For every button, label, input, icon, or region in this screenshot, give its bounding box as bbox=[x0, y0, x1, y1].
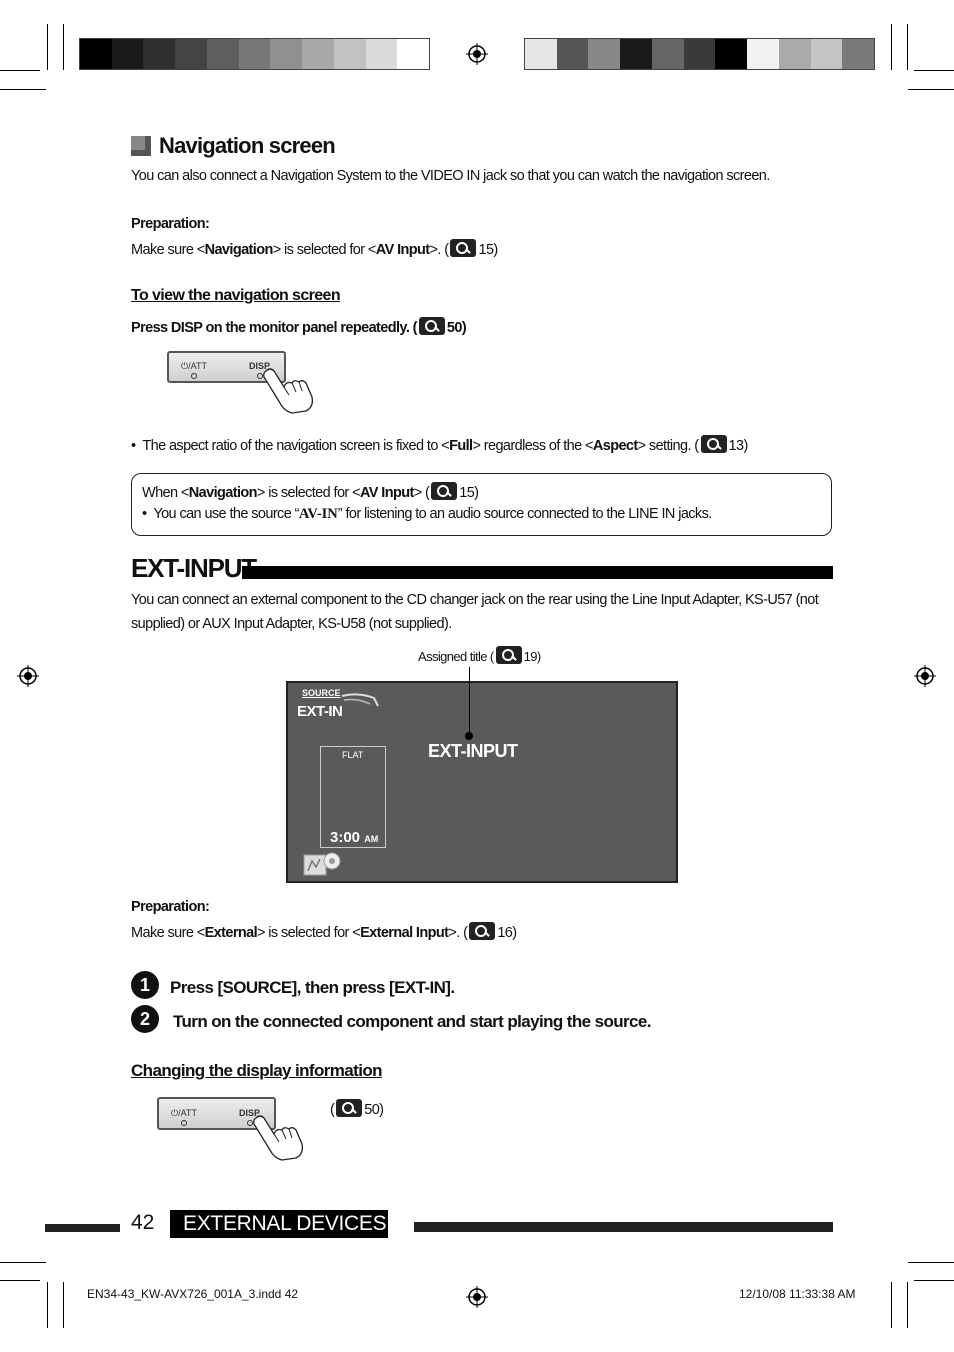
note-heading: When <Navigation> is selected for <AV In… bbox=[142, 482, 479, 501]
note-bullet: • You can use the source “AV-IN” for lis… bbox=[142, 506, 712, 522]
plug-icon bbox=[341, 693, 379, 707]
subsection-title: To view the navigation screen bbox=[131, 287, 341, 304]
section-title: Navigation screen bbox=[159, 133, 336, 158]
crop-mark bbox=[891, 1282, 892, 1328]
screen-source-label: SOURCE bbox=[302, 688, 341, 698]
reference-note: (50) bbox=[330, 1099, 384, 1118]
screen-eq-label: FLAT bbox=[342, 750, 364, 760]
crop-mark bbox=[47, 24, 48, 70]
crop-mark bbox=[891, 24, 892, 70]
reference-icon bbox=[431, 482, 458, 500]
crop-mark bbox=[0, 1280, 40, 1281]
step-text: Turn on the connected component and star… bbox=[173, 1012, 651, 1031]
bullet-note: • The aspect ratio of the navigation scr… bbox=[131, 435, 748, 454]
heading-rule bbox=[242, 566, 833, 579]
body-text: supplied) or AUX Input Adapter, KS-U58 (… bbox=[131, 616, 452, 632]
crop-mark bbox=[63, 24, 64, 70]
print-date-info: 12/10/08 11:33:38 AM bbox=[739, 1287, 856, 1301]
body-text: You can also connect a Navigation System… bbox=[131, 168, 770, 184]
step-text: Press [SOURCE], then press [EXT-IN]. bbox=[170, 978, 455, 997]
crop-mark bbox=[914, 70, 954, 71]
gray-scale-bar-right bbox=[524, 38, 875, 70]
instruction-text: Press DISP on the monitor panel repeated… bbox=[131, 317, 467, 336]
step-number: 1 bbox=[131, 971, 159, 999]
preparation-label: Preparation: bbox=[131, 216, 210, 232]
callout-line bbox=[469, 667, 470, 737]
settings-icon bbox=[303, 852, 341, 876]
registration-mark-icon bbox=[466, 1286, 488, 1308]
crop-mark bbox=[0, 70, 40, 71]
screen-info-panel bbox=[320, 746, 386, 848]
monitor-screen-illustration: SOURCE EXT-IN FLAT 3:00 AM EXT-INPUT bbox=[286, 681, 678, 883]
body-text: You can connect an external component to… bbox=[131, 592, 819, 608]
reference-icon bbox=[700, 435, 727, 453]
registration-mark-icon bbox=[17, 665, 39, 687]
page-number: 42 bbox=[131, 1211, 155, 1234]
footer-rule bbox=[45, 1224, 120, 1232]
screen-clock: 3:00 AM bbox=[330, 829, 379, 846]
section-tab: EXTERNAL DEVICES bbox=[170, 1210, 388, 1238]
preparation-text: Make sure <Navigation> is selected for <… bbox=[131, 239, 498, 258]
registration-mark-icon bbox=[914, 665, 936, 687]
crop-mark bbox=[908, 89, 954, 90]
section-title: EXT-INPUT bbox=[131, 553, 257, 583]
print-file-info: EN34-43_KW-AVX726_001A_3.indd 42 bbox=[87, 1287, 299, 1301]
pointing-hand-icon bbox=[253, 1115, 304, 1161]
step-number: 2 bbox=[131, 1005, 159, 1033]
preparation-label: Preparation: bbox=[131, 899, 210, 915]
registration-mark-icon bbox=[466, 43, 488, 65]
crop-mark bbox=[63, 1282, 64, 1328]
section-square-icon bbox=[131, 136, 151, 156]
crop-mark bbox=[0, 1262, 46, 1263]
screen-source-name: EXT-IN bbox=[297, 703, 343, 720]
pointing-hand-icon bbox=[263, 368, 314, 414]
crop-mark bbox=[907, 24, 908, 70]
screen-assigned-title: EXT-INPUT bbox=[428, 741, 518, 761]
gray-scale-bar-left bbox=[79, 38, 430, 70]
crop-mark bbox=[0, 89, 46, 90]
note-box bbox=[131, 473, 832, 536]
crop-mark bbox=[907, 1282, 908, 1328]
crop-mark bbox=[47, 1282, 48, 1328]
crop-mark bbox=[908, 1262, 954, 1263]
reference-icon bbox=[450, 239, 477, 257]
callout-dot bbox=[465, 732, 473, 740]
subsection-title: Changing the display information bbox=[131, 1061, 383, 1080]
reference-icon bbox=[336, 1099, 363, 1117]
crop-mark bbox=[914, 1280, 954, 1281]
callout-label: Assigned title (19) bbox=[418, 646, 541, 664]
footer-rule bbox=[414, 1222, 833, 1232]
reference-icon bbox=[495, 646, 522, 664]
preparation-text: Make sure <External> is selected for <Ex… bbox=[131, 922, 517, 941]
reference-icon bbox=[469, 922, 496, 940]
reference-icon bbox=[418, 317, 445, 335]
